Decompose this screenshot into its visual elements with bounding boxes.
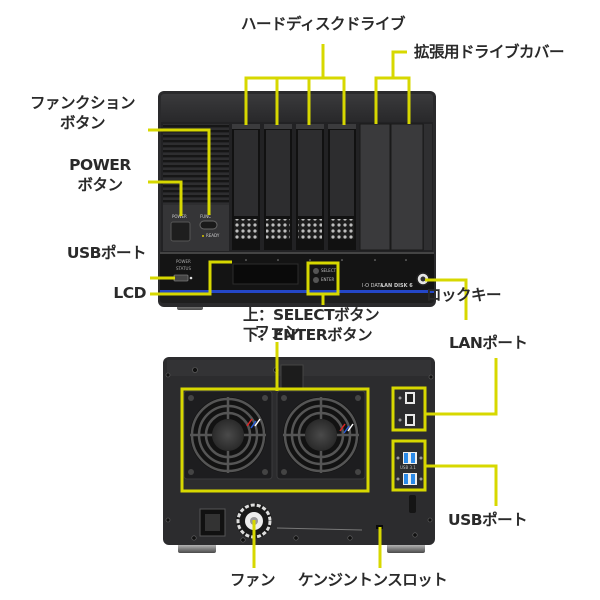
- rear-chassis: [163, 357, 435, 545]
- label-power-button: POWER ボタン: [55, 155, 145, 195]
- enter-text: ENTER: [321, 277, 335, 282]
- select-button: [313, 268, 319, 274]
- callout-expansion: [374, 50, 411, 124]
- front-foot: [177, 300, 203, 310]
- hdd-tray: [296, 124, 324, 250]
- label-select: 上：SELECTボタン: [243, 306, 380, 324]
- rear-foot: [178, 543, 216, 553]
- brand-text: I·O DATA: [362, 283, 384, 289]
- label-function-button: ファンクション ボタン: [20, 93, 145, 133]
- model-text: LAN DISK 6: [381, 283, 413, 289]
- callout-hdd: [244, 44, 346, 125]
- front-usb-port: [173, 274, 189, 282]
- rear-fan: [183, 390, 273, 480]
- rear-foot: [387, 543, 425, 553]
- label-power-line2: ボタン: [77, 176, 123, 194]
- callout-function: [148, 128, 211, 215]
- led-power-text: POWER: [176, 259, 191, 264]
- label-expansion-cover: 拡張用ドライブカバー: [414, 43, 565, 61]
- hdd-tray: [264, 124, 292, 250]
- label-power-line1: POWER: [69, 156, 131, 174]
- func-text: FUNC: [200, 214, 212, 219]
- label-fan-top: ファン: [254, 323, 300, 341]
- label-enter: 下：ENTERボタン: [243, 326, 373, 344]
- select-text: SELECT: [321, 268, 337, 273]
- enter-button: [313, 277, 319, 283]
- label-kensington: ケンジントンスロット: [298, 571, 448, 589]
- label-lan-port: LANポート: [449, 334, 528, 352]
- lock-key: [416, 272, 430, 286]
- label-lcd: LCD: [113, 284, 146, 302]
- lcd-screen: [232, 263, 299, 285]
- small-rear-fan: [236, 503, 272, 539]
- label-lockkey: ロックキー: [426, 286, 502, 304]
- kensington-slot: [376, 525, 383, 529]
- vent-panel: [163, 124, 229, 220]
- front-chassis: [158, 91, 436, 307]
- expansion-cover: [390, 123, 424, 251]
- label-fan-bottom: ファン: [230, 571, 276, 589]
- expansion-cover: [359, 123, 391, 251]
- callout-fan-box: [180, 387, 370, 493]
- function-button: [199, 220, 218, 230]
- lan-ports: [398, 392, 415, 426]
- front-lower-panel: [160, 254, 434, 298]
- label-usb-rear: USBポート: [448, 511, 528, 529]
- blue-accent-strip: [160, 290, 434, 293]
- label-function-line2: ボタン: [59, 114, 106, 132]
- power-button: [170, 221, 191, 242]
- callout-lan-box: [391, 386, 427, 432]
- label-hdd: ハードディスクドライブ: [241, 15, 405, 33]
- label-usb-front: USBポート: [66, 244, 147, 262]
- label-select-enter: 上：SELECTボタン 下：ENTERボタン: [243, 305, 380, 345]
- usb-version-text: USB 3.1: [400, 465, 416, 470]
- hdd-tray: [328, 124, 356, 250]
- power-text: POWER: [172, 214, 187, 219]
- hdd-trays: [232, 124, 356, 250]
- hdd-tray: [232, 124, 260, 250]
- rear-fan: [276, 390, 366, 480]
- label-function-line1: ファンクション: [29, 94, 136, 112]
- callout-power: [148, 180, 183, 216]
- power-inlet: [199, 508, 226, 537]
- ready-text: READY: [206, 233, 220, 238]
- led-status-text: STATUS: [176, 266, 192, 271]
